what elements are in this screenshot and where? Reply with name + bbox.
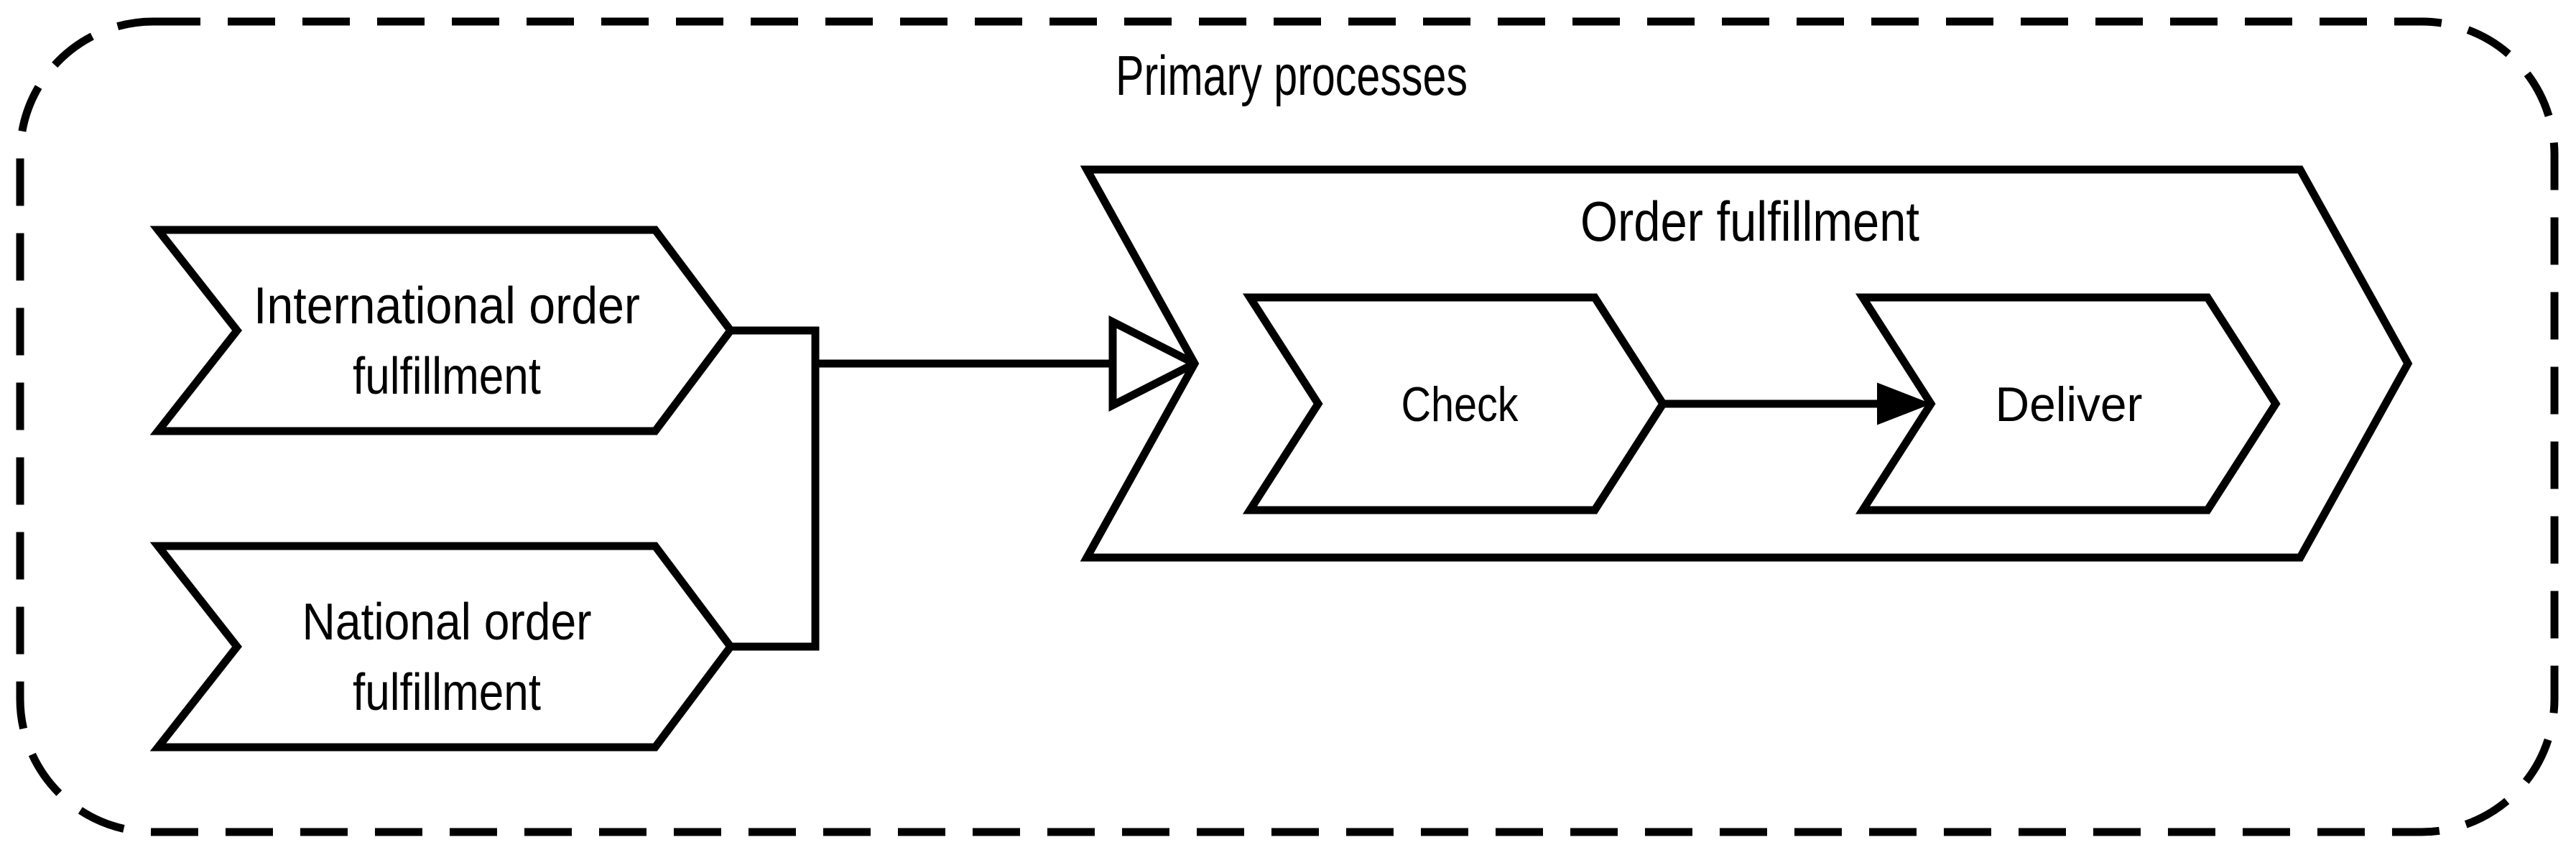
international-order-fulfillment-label-line2: fulfillment [353, 348, 541, 405]
deliver-label: Deliver [1996, 377, 2143, 432]
national-order-fulfillment-shape [149, 542, 736, 752]
national-order-fulfillment-label-line1: National order [302, 593, 592, 651]
international-order-fulfillment-shape [149, 226, 736, 435]
order-fulfillment-label: Order fulfillment [1580, 190, 1919, 253]
check-label: Check [1401, 377, 1519, 432]
check-shape [1242, 293, 1668, 514]
deliver-shape [1855, 293, 2281, 514]
international-order-fulfillment-label-line1: International order [254, 277, 640, 335]
filled-arrowhead-icon [1877, 382, 1932, 425]
open-arrowhead-icon [1108, 315, 1204, 412]
primary-processes-boundary [16, 17, 2559, 836]
national-order-fulfillment-label-line2: fulfillment [353, 664, 541, 721]
primary-processes-label: Primary processes [1116, 44, 1468, 107]
connector-merge-bus [731, 326, 820, 651]
